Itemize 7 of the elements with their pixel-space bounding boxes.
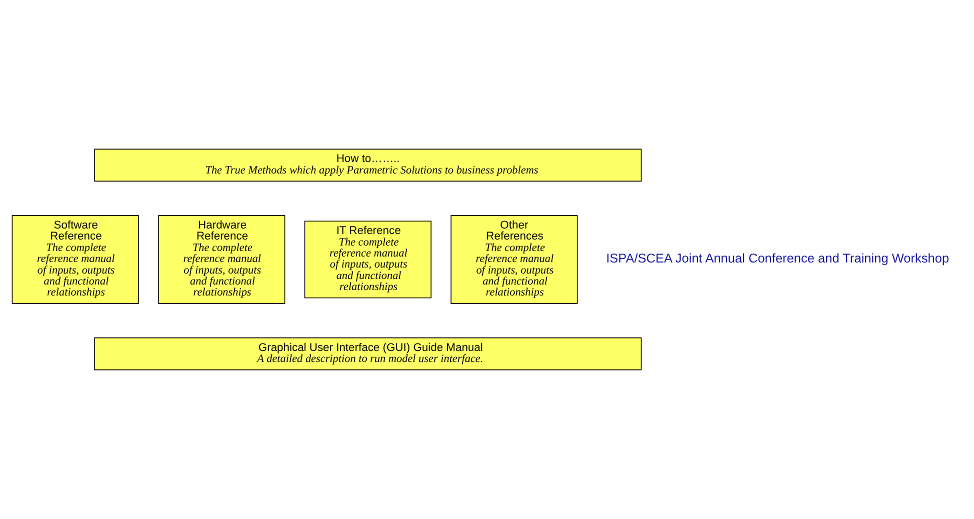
label: ISPA/SCEA Joint Annual Conference and Training Workshop xyxy=(606,250,950,266)
node-box: How to…….. The True Methods which apply Parametric Solutions to business problems xyxy=(94,148,642,182)
node-box: Hardware Reference The complete reference manual of inputs, outputs and functional relationships xyxy=(158,215,286,304)
node-box: Other References The complete reference manual of inputs, outputs and functional relationships xyxy=(450,215,578,304)
node-box: Graphical User Interface (GUI) Guide Manual A detailed description to run model user interface. xyxy=(94,337,642,370)
node-box: Software Reference The complete reference manual of inputs, outputs and functional relationships xyxy=(12,215,139,304)
node-box: IT Reference The complete reference manual of inputs, outputs and functional relationships xyxy=(304,220,432,298)
